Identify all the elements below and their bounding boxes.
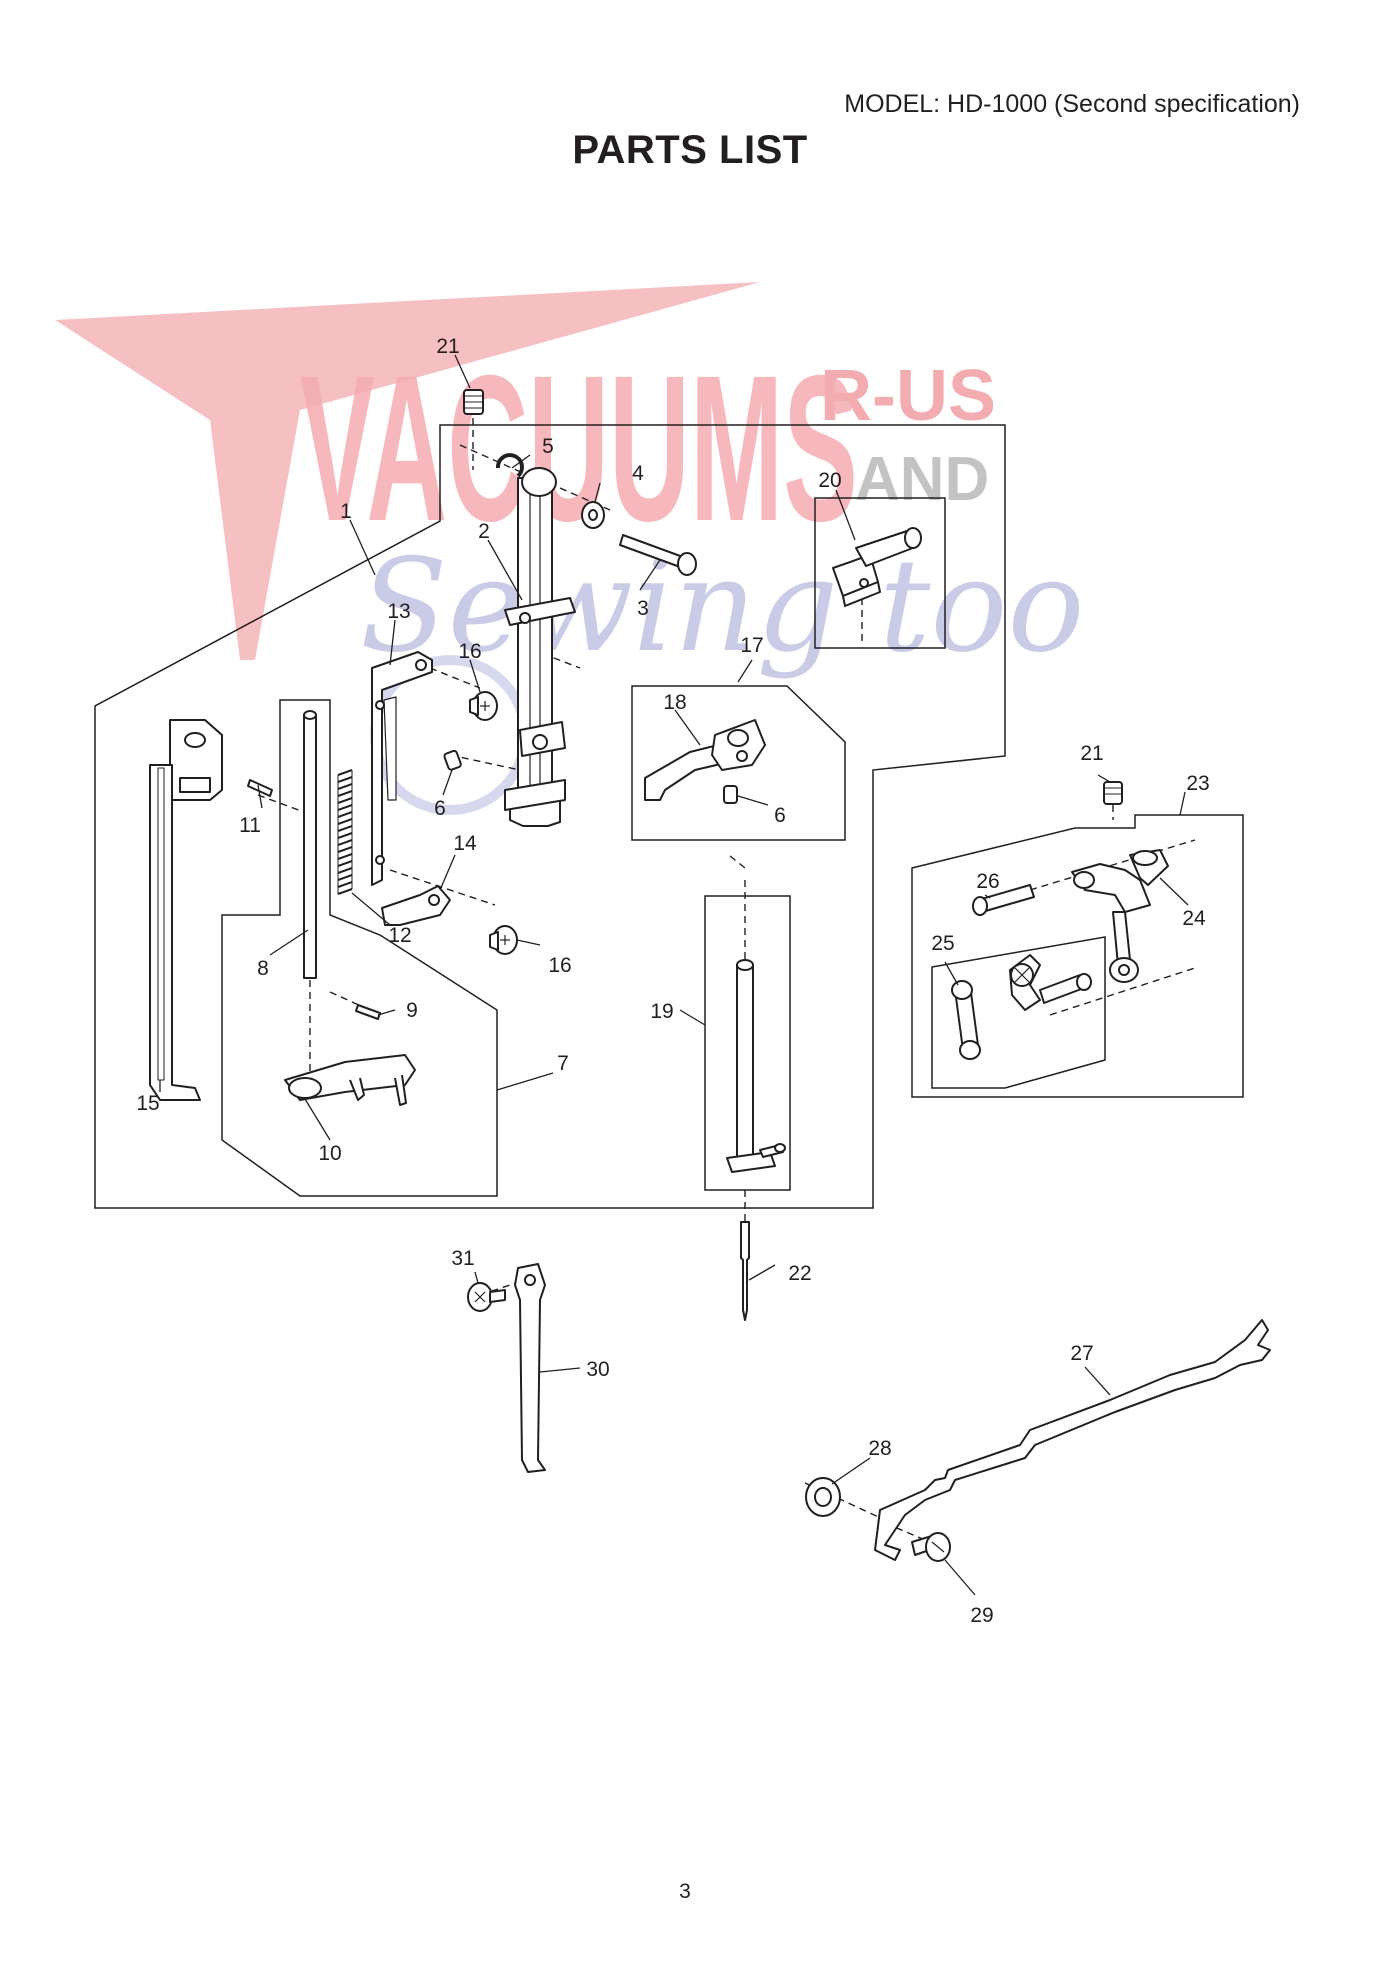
- watermark: VACUUMS R-US AND Sewing too: [55, 282, 1085, 815]
- callout-10: 10: [318, 1142, 341, 1165]
- part-29-shoulder-screw: [911, 1532, 951, 1562]
- callout-16-upper: 16: [458, 640, 481, 663]
- callout-24: 24: [1182, 907, 1206, 930]
- leader-lines: [159, 354, 1189, 1596]
- callout-8: 8: [257, 957, 269, 980]
- callout-5: 5: [542, 435, 554, 458]
- callout-6-left: 6: [434, 797, 446, 820]
- callout-31: 31: [451, 1247, 474, 1270]
- part-25-link-assembly: [951, 954, 1092, 1060]
- part-18-bracket: [644, 719, 766, 801]
- part-10-presser-foot-holder: [284, 1054, 416, 1106]
- callout-11: 11: [239, 814, 261, 837]
- callout-20: 20: [818, 469, 841, 492]
- page-title: PARTS LIST: [572, 128, 808, 172]
- callout-1: 1: [340, 500, 352, 523]
- part-19-needle-bar: [726, 959, 786, 1173]
- callout-19: 19: [650, 1000, 673, 1023]
- callout-3: 3: [637, 597, 649, 620]
- part-21-set-screw-top: [463, 389, 484, 415]
- callout-30: 30: [586, 1358, 609, 1381]
- callout-9: 9: [406, 999, 418, 1022]
- callout-29: 29: [970, 1604, 993, 1627]
- part-16-screw-upper: [469, 691, 498, 721]
- part-24-lever: [1071, 849, 1169, 983]
- part-2-presser-bar: [504, 467, 576, 827]
- callout-16-lower: 16: [548, 954, 571, 977]
- callout-labels: 21 5 4 20 1 2 3 13 16 17 18 6 11 14 12 8…: [136, 335, 1209, 1627]
- callout-25: 25: [931, 932, 954, 955]
- part-27-long-lever: [874, 1319, 1271, 1561]
- callout-28: 28: [868, 1437, 891, 1460]
- callout-26: 26: [976, 870, 999, 893]
- part-16-screw-lower: [489, 925, 518, 955]
- page-number: 3: [679, 1880, 691, 1903]
- part-6-set-screw-right: [723, 785, 738, 804]
- watermark-word-vacuums: VACUUMS: [300, 333, 858, 565]
- part-26-pin: [972, 884, 1035, 916]
- callout-12: 12: [388, 924, 411, 947]
- part-6-set-screw-left: [443, 749, 462, 771]
- part-22-needle: [740, 1221, 750, 1321]
- group-outline-20: [814, 497, 946, 649]
- part-5-e-ring: [495, 453, 524, 478]
- callout-21-top: 21: [436, 335, 459, 358]
- callout-6-right: 6: [774, 804, 786, 827]
- part-28-washer: [805, 1477, 841, 1517]
- group-outline-7: [221, 699, 498, 1197]
- part-11-pin: [247, 779, 273, 797]
- callout-23: 23: [1186, 772, 1209, 795]
- callout-27: 27: [1070, 1342, 1093, 1365]
- callout-14: 14: [453, 832, 477, 855]
- part-20-guide-block: [832, 527, 922, 607]
- group-outline-17: [631, 685, 846, 841]
- group-outline-19: [704, 895, 791, 1191]
- callout-2: 2: [478, 520, 490, 543]
- part-31-screw: [467, 1282, 506, 1312]
- callout-21-right: 21: [1080, 742, 1103, 765]
- watermark-word-and: AND: [855, 445, 989, 514]
- group-outline-25: [931, 936, 1106, 1089]
- part-14-bracket: [381, 885, 451, 926]
- part-21-set-screw-right: [1103, 781, 1123, 805]
- watermark-script: Sewing too: [360, 532, 1085, 681]
- parts: [149, 389, 1271, 1562]
- callout-22: 22: [788, 1262, 811, 1285]
- group-outline-23: [911, 814, 1244, 1098]
- part-4-washer: [581, 501, 605, 529]
- model-header: MODEL: HD-1000 (Second specification): [844, 90, 1300, 118]
- callout-4: 4: [632, 462, 644, 485]
- callout-15: 15: [136, 1092, 159, 1115]
- part-13-guide-plate: [371, 651, 433, 886]
- part-15-lever: [149, 719, 223, 1101]
- part-30-arm: [514, 1263, 546, 1473]
- group-outline-1: [94, 424, 1006, 1209]
- part-9-pin: [355, 1004, 381, 1020]
- callout-18: 18: [663, 691, 686, 714]
- watermark-word-rus: R-US: [820, 356, 996, 436]
- part-8-rod: [303, 710, 317, 979]
- watermark-red-swoosh: [55, 282, 760, 660]
- part-3-shaft-pin: [619, 534, 697, 576]
- callout-7: 7: [557, 1052, 569, 1075]
- part-12-spring: [337, 769, 353, 895]
- callout-17: 17: [740, 634, 763, 657]
- group-outlines: [94, 424, 1244, 1209]
- callout-13: 13: [387, 600, 410, 623]
